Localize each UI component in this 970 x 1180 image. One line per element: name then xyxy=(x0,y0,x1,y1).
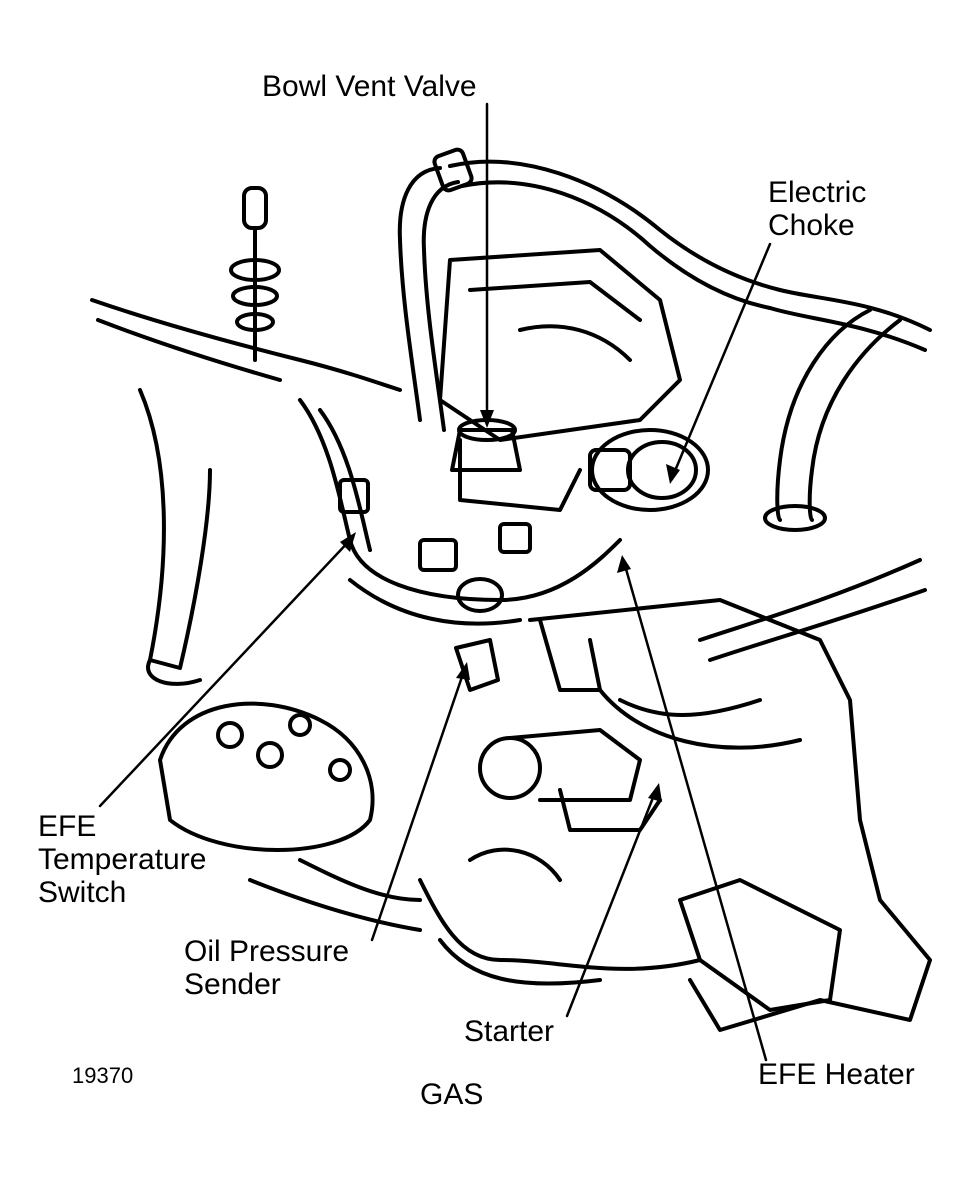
engine-block-lower xyxy=(528,598,932,1032)
leader-efe-temperature-switch xyxy=(98,536,354,808)
label-efe-heater-text: EFE Heater xyxy=(758,1058,915,1091)
arrowhead-efe-heater xyxy=(617,555,631,573)
oil-pressure-sender-body xyxy=(454,638,500,692)
wiring-harness xyxy=(298,398,622,602)
label-efe-temperature-switch-line1: EFE xyxy=(38,810,97,843)
engine-body xyxy=(90,147,932,1032)
figure-number-text: 19370 xyxy=(72,1063,134,1088)
label-oil-pressure-sender-line2: Sender xyxy=(184,968,281,1001)
label-electric-choke-line2: Choke xyxy=(768,209,855,242)
leader-lines xyxy=(98,102,772,1062)
starter-motor xyxy=(478,736,542,800)
distributor-cap xyxy=(158,701,375,852)
arrowhead-efe-temperature-switch xyxy=(340,532,356,552)
caption-text: GAS xyxy=(420,1078,484,1111)
label-oil-pressure-sender: Oil Pressure Sender xyxy=(184,935,349,1001)
arrowhead-electric-choke xyxy=(666,464,680,484)
upper-hose xyxy=(397,166,442,422)
leader-electric-choke xyxy=(670,242,772,480)
carburetor-block xyxy=(438,248,682,442)
right-vertical-hose xyxy=(775,308,872,522)
label-efe-temperature-switch-line3: Switch xyxy=(38,876,127,909)
left-intake-arm xyxy=(90,298,402,392)
bowl-vent-valve-body xyxy=(450,428,522,472)
label-electric-choke: Electric Choke xyxy=(768,176,866,242)
figure-number: 19370 xyxy=(72,1064,133,1088)
leader-efe-heater xyxy=(622,560,768,1062)
label-efe-temperature-switch: EFE Temperature Switch xyxy=(38,810,206,909)
label-oil-pressure-sender-line1: Oil Pressure xyxy=(184,935,350,968)
label-electric-choke-line1: Electric xyxy=(768,176,867,209)
label-starter-text: Starter xyxy=(464,1015,555,1048)
label-bowl-vent-valve: Bowl Vent Valve xyxy=(262,70,477,103)
label-efe-heater: EFE Heater xyxy=(758,1058,915,1091)
caption: GAS xyxy=(420,1078,483,1111)
label-starter: Starter xyxy=(464,1015,554,1048)
arrowhead-starter xyxy=(648,783,662,802)
label-efe-temperature-switch-line2: Temperature xyxy=(38,843,207,876)
label-bowl-vent-valve-text: Bowl Vent Valve xyxy=(262,70,477,103)
